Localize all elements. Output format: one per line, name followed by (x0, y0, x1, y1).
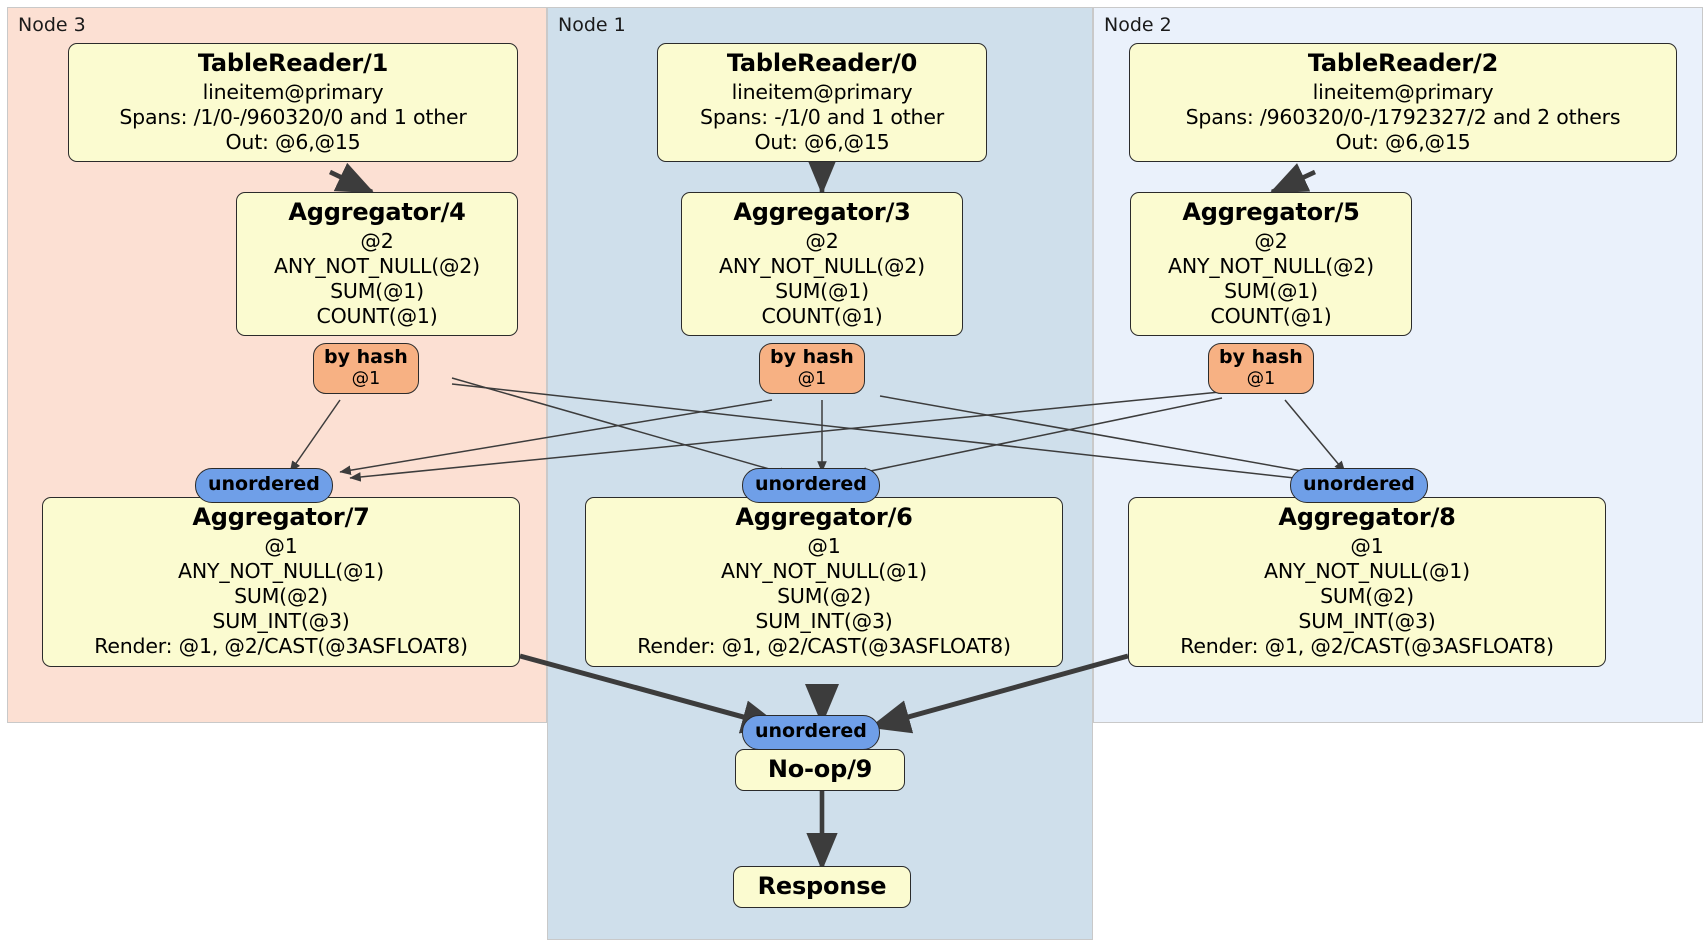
synchronizer-label: unordered (1303, 473, 1415, 495)
processor-detail-line: lineitem@primary (731, 79, 913, 104)
processor-detail-line: COUNT(@1) (761, 304, 883, 329)
processor-detail-line: @1 (807, 533, 841, 558)
node-panel-label-node1: Node 1 (558, 14, 626, 36)
processor-detail-line: COUNT(@1) (316, 304, 438, 329)
processor-detail-line: Out: @6,@15 (225, 129, 361, 154)
processor-detail-line: SUM(@2) (1320, 583, 1414, 608)
processor-detail-line: SUM(@2) (777, 583, 871, 608)
synchronizer-unordered-node2[interactable]: unordered (1290, 468, 1428, 503)
node-panel-label-node2: Node 2 (1104, 14, 1172, 36)
processor-detail-line: SUM_INT(@3) (212, 609, 350, 634)
router-detail-label: @1 (797, 368, 827, 389)
processor-title: TableReader/2 (1307, 49, 1499, 77)
router-kind-label: by hash (770, 346, 854, 368)
processor-detail-line: Out: @6,@15 (754, 129, 890, 154)
synchronizer-unordered-node3[interactable]: unordered (195, 468, 333, 503)
processor-aggregator-7[interactable]: Aggregator/7 @1 ANY_NOT_NULL(@1) SUM(@2)… (42, 497, 520, 667)
processor-detail-line: ANY_NOT_NULL(@2) (274, 253, 480, 278)
router-kind-label: by hash (1219, 346, 1303, 368)
processor-detail-line: ANY_NOT_NULL(@1) (721, 558, 927, 583)
processor-detail-line: @1 (1350, 533, 1384, 558)
router-hash-node3[interactable]: by hash @1 (313, 343, 419, 394)
processor-detail-line: ANY_NOT_NULL(@2) (719, 253, 925, 278)
processor-detail-line: Render: @1, @2/CAST(@3ASFLOAT8) (94, 634, 468, 659)
processor-detail-line: SUM_INT(@3) (755, 609, 893, 634)
synchronizer-label: unordered (208, 473, 320, 495)
processor-title: Aggregator/3 (733, 198, 911, 226)
processor-detail-line: SUM(@2) (234, 583, 328, 608)
processor-title: Aggregator/5 (1182, 198, 1360, 226)
synchronizer-label: unordered (755, 473, 867, 495)
processor-detail-line: @2 (1254, 228, 1288, 253)
processor-aggregator-4[interactable]: Aggregator/4 @2 ANY_NOT_NULL(@2) SUM(@1)… (236, 192, 518, 337)
processor-detail-line: SUM_INT(@3) (1298, 609, 1436, 634)
processor-title: Response (757, 872, 887, 900)
processor-detail-line: SUM(@1) (1224, 278, 1318, 303)
synchronizer-unordered-node1[interactable]: unordered (742, 468, 880, 503)
processor-detail-line: lineitem@primary (1312, 79, 1494, 104)
processor-response[interactable]: Response (733, 866, 911, 908)
processor-detail-line: SUM(@1) (775, 278, 869, 303)
router-hash-node1[interactable]: by hash @1 (759, 343, 865, 394)
processor-aggregator-3[interactable]: Aggregator/3 @2 ANY_NOT_NULL(@2) SUM(@1)… (681, 192, 963, 337)
processor-detail-line: lineitem@primary (202, 79, 384, 104)
processor-detail-line: Out: @6,@15 (1335, 129, 1471, 154)
processor-detail-line: ANY_NOT_NULL(@1) (1264, 558, 1470, 583)
processor-title: Aggregator/6 (735, 503, 913, 531)
router-kind-label: by hash (324, 346, 408, 368)
processor-detail-line: Spans: /960320/0-/1792327/2 and 2 others (1185, 104, 1621, 129)
processor-aggregator-6[interactable]: Aggregator/6 @1 ANY_NOT_NULL(@1) SUM(@2)… (585, 497, 1063, 667)
processor-detail-line: @2 (805, 228, 839, 253)
processor-table-reader-1[interactable]: TableReader/1 lineitem@primary Spans: /1… (68, 43, 518, 163)
processor-table-reader-2[interactable]: TableReader/2 lineitem@primary Spans: /9… (1129, 43, 1677, 163)
processor-detail-line: @1 (264, 533, 298, 558)
synchronizer-label: unordered (755, 720, 867, 742)
processor-title: Aggregator/8 (1278, 503, 1456, 531)
processor-title: TableReader/0 (726, 49, 918, 77)
processor-detail-line: SUM(@1) (330, 278, 424, 303)
processor-detail-line: Spans: -/1/0 and 1 other (700, 104, 944, 129)
router-hash-node2[interactable]: by hash @1 (1208, 343, 1314, 394)
processor-detail-line: Render: @1, @2/CAST(@3ASFLOAT8) (1180, 634, 1554, 659)
processor-detail-line: ANY_NOT_NULL(@1) (178, 558, 384, 583)
processor-aggregator-8[interactable]: Aggregator/8 @1 ANY_NOT_NULL(@1) SUM(@2)… (1128, 497, 1606, 667)
processor-detail-line: @2 (360, 228, 394, 253)
processor-title: TableReader/1 (197, 49, 389, 77)
processor-title: Aggregator/4 (288, 198, 466, 226)
processor-aggregator-5[interactable]: Aggregator/5 @2 ANY_NOT_NULL(@2) SUM(@1)… (1130, 192, 1412, 337)
processor-detail-line: Spans: /1/0-/960320/0 and 1 other (119, 104, 467, 129)
node-panel-label-node3: Node 3 (18, 14, 86, 36)
router-detail-label: @1 (1246, 368, 1276, 389)
router-detail-label: @1 (351, 368, 381, 389)
synchronizer-unordered-final[interactable]: unordered (742, 715, 880, 750)
processor-title: No-op/9 (767, 755, 873, 783)
processor-detail-line: Render: @1, @2/CAST(@3ASFLOAT8) (637, 634, 1011, 659)
processor-table-reader-0[interactable]: TableReader/0 lineitem@primary Spans: -/… (657, 43, 987, 163)
processor-noop-9[interactable]: No-op/9 (735, 749, 905, 791)
processor-detail-line: ANY_NOT_NULL(@2) (1168, 253, 1374, 278)
processor-title: Aggregator/7 (192, 503, 370, 531)
processor-detail-line: COUNT(@1) (1210, 304, 1332, 329)
